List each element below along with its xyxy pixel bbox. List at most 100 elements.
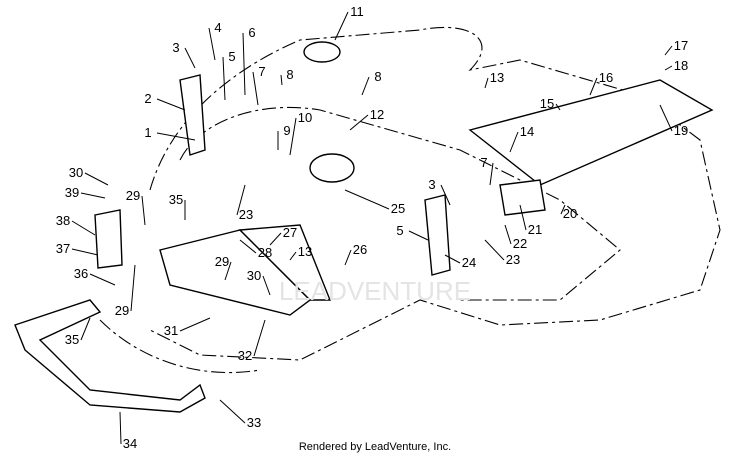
callout-20: 20: [563, 206, 577, 221]
leader-line: [222, 56, 226, 101]
mount-frame: [159, 229, 312, 316]
callout-32: 32: [238, 348, 252, 363]
leader-line: [80, 317, 91, 341]
leader-line: [349, 114, 369, 131]
leader-line: [239, 239, 257, 254]
leader-line: [119, 411, 122, 445]
leader-line: [289, 117, 297, 156]
callout-4: 4: [214, 20, 221, 35]
callout-23: 23: [506, 252, 520, 267]
left-bracket: [179, 74, 206, 156]
callout-31: 31: [164, 323, 178, 338]
callout-29: 29: [115, 303, 129, 318]
callout-19: 19: [674, 123, 688, 138]
callout-12: 12: [370, 107, 384, 122]
parts: [14, 41, 714, 413]
callout-33: 33: [247, 415, 261, 430]
leader-line: [208, 27, 216, 61]
callout-25: 25: [391, 201, 405, 216]
leader-line: [80, 192, 106, 199]
leader-line: [664, 65, 673, 71]
callout-23: 23: [239, 207, 253, 222]
callout-7: 7: [258, 64, 265, 79]
callout-16: 16: [599, 70, 613, 85]
leader-line: [262, 275, 271, 296]
leader-line: [141, 195, 146, 226]
leader-line: [71, 248, 99, 256]
callout-24: 24: [462, 255, 476, 270]
leader-line: [253, 319, 266, 357]
leader-line: [659, 104, 673, 132]
spindle: [309, 153, 355, 183]
leader-line: [242, 32, 246, 96]
callout-1: 1: [144, 125, 151, 140]
leader-line: [269, 232, 282, 246]
leader-line: [484, 77, 489, 89]
leader-line: [280, 74, 283, 86]
callout-29: 29: [126, 188, 140, 203]
leader-line: [484, 239, 505, 261]
callout-28: 28: [258, 245, 272, 260]
leader-line: [560, 204, 566, 215]
leader-line: [361, 76, 370, 96]
leader-line: [130, 264, 136, 312]
leader-line: [344, 249, 352, 266]
callout-10: 10: [298, 110, 312, 125]
leader-line: [519, 204, 527, 231]
leader-line: [84, 172, 109, 186]
watermark: LEADVENTURE: [279, 276, 471, 306]
callout-30: 30: [247, 268, 261, 283]
leader-line: [555, 103, 561, 111]
callout-8: 8: [374, 69, 381, 84]
callout-15: 15: [540, 96, 554, 111]
leader-lines: [71, 11, 673, 445]
callout-3: 3: [428, 177, 435, 192]
callout-27: 27: [283, 225, 297, 240]
leader-line: [334, 11, 349, 41]
leader-line: [179, 317, 211, 332]
callout-39: 39: [65, 185, 79, 200]
callout-35: 35: [169, 192, 183, 207]
leader-line: [408, 230, 429, 241]
leader-line: [504, 224, 512, 245]
callout-14: 14: [520, 124, 534, 139]
leader-line: [344, 189, 390, 210]
callout-7: 7: [480, 155, 487, 170]
callout-29: 29: [215, 254, 229, 269]
leader-line: [156, 98, 186, 111]
leader-line: [440, 184, 451, 206]
leader-line: [589, 77, 598, 96]
leader-line: [252, 71, 259, 106]
right-bracket: [424, 194, 451, 276]
callout-2: 2: [144, 91, 151, 106]
leader-line: [444, 254, 461, 264]
callout-5: 5: [228, 49, 235, 64]
frame-arm: [238, 224, 332, 301]
callout-26: 26: [353, 242, 367, 257]
callout-35: 35: [65, 332, 79, 347]
callout-18: 18: [674, 58, 688, 73]
callout-37: 37: [56, 241, 70, 256]
callout-3: 3: [172, 40, 179, 55]
callout-21: 21: [528, 222, 542, 237]
leader-line: [489, 162, 494, 186]
leader-line: [236, 184, 246, 216]
leader-line: [224, 261, 232, 281]
belt-cover: [468, 79, 714, 186]
leader-line: [71, 220, 96, 236]
callout-13: 13: [298, 244, 312, 259]
hanger-bracket: [94, 209, 123, 269]
callout-30: 30: [69, 165, 83, 180]
cover-bracket: [499, 179, 546, 216]
leader-line: [89, 273, 116, 286]
leader-line: [156, 132, 196, 141]
leader-line: [219, 399, 246, 424]
callout-11: 11: [350, 4, 364, 19]
callout-38: 38: [56, 213, 70, 228]
callout-34: 34: [123, 436, 137, 451]
callout-22: 22: [513, 236, 527, 251]
callout-36: 36: [74, 266, 88, 281]
footer-credit: Rendered by LeadVenture, Inc.: [298, 441, 452, 453]
